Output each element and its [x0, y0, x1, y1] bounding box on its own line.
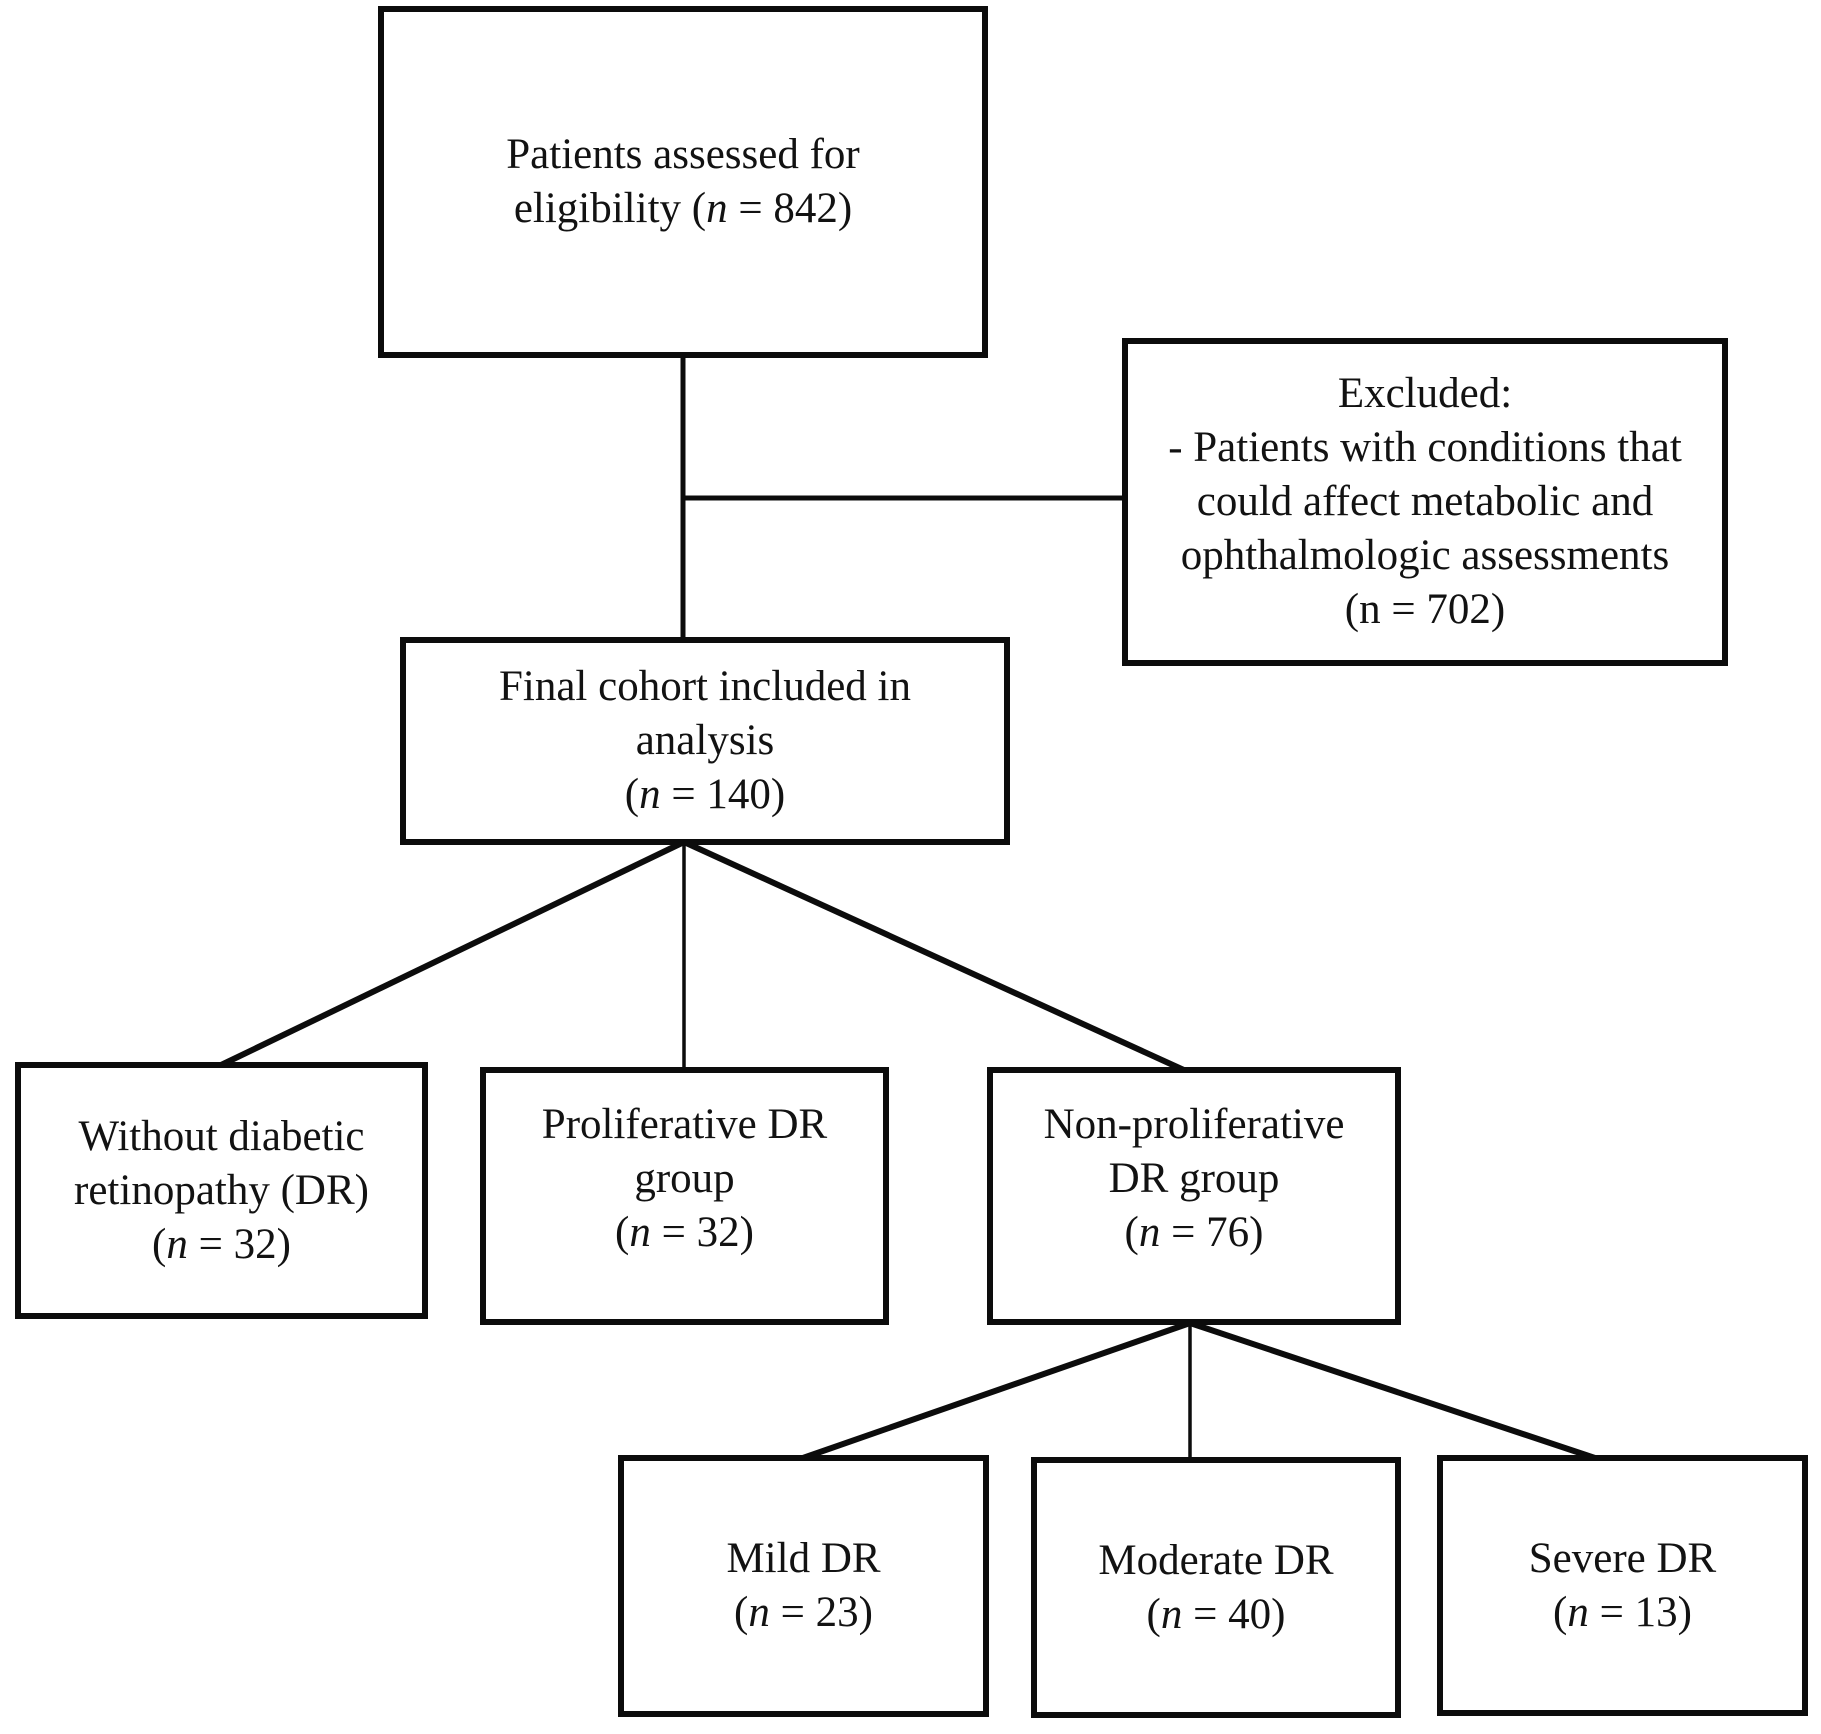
count-n-symbol: n: [166, 1220, 188, 1268]
box-count-line: eligibility (n = 842): [514, 182, 852, 236]
box-text-line: retinopathy (DR): [74, 1166, 369, 1214]
box-text-line: analysis: [635, 717, 775, 764]
count-suffix: = 140): [660, 771, 786, 818]
count-prefix: (: [1344, 586, 1360, 633]
count-n-symbol: n: [639, 771, 661, 818]
count-prefix: (: [1146, 1590, 1161, 1638]
count-prefix: (: [1553, 1588, 1568, 1636]
count-n-symbol: n: [629, 1209, 651, 1256]
box-text-line: group: [634, 1155, 735, 1202]
connector-final-to-nonproliferative: [682, 839, 1188, 1074]
count-suffix: = 13): [1588, 1588, 1692, 1636]
box-count-line: (n = 32): [615, 1206, 754, 1260]
box-mild-dr: Mild DR (n = 23): [618, 1455, 989, 1717]
count-suffix: = 702): [1380, 586, 1506, 633]
box-severe-dr: Severe DR (n = 13): [1437, 1455, 1808, 1716]
box-moderate-dr: Moderate DR (n = 40): [1031, 1457, 1401, 1718]
box-patients-assessed: Patients assessed for eligibility (n = 8…: [378, 6, 988, 358]
connector-nonprolif-to-severe: [1189, 1320, 1599, 1462]
box-text-line: Final cohort included in: [498, 663, 911, 710]
count-prefix: (: [1124, 1209, 1139, 1256]
box-text-line: Mild DR: [726, 1535, 881, 1582]
count-n-symbol: n: [1359, 586, 1381, 633]
count-suffix: = 76): [1160, 1209, 1264, 1256]
count-suffix: = 40): [1182, 1590, 1286, 1638]
count-n-symbol: n: [1567, 1588, 1589, 1636]
count-suffix: = 32): [187, 1220, 291, 1268]
box-text-line: ophthalmologic assessments: [1180, 532, 1670, 579]
box-text-line: - Patients with conditions that: [1168, 424, 1682, 471]
box-text-line: Patients assessed for: [506, 131, 860, 178]
box-text-line: Without diabetic: [78, 1112, 365, 1160]
box-count-line: (n = 23): [734, 1586, 873, 1640]
count-prefix: (: [624, 771, 640, 818]
box-text-line: Proliferative DR: [541, 1101, 828, 1148]
connector-nonprolif-to-mild: [799, 1320, 1191, 1462]
box-count-line: (n = 32): [152, 1218, 291, 1272]
box-excluded: Excluded: - Patients with conditions tha…: [1122, 338, 1728, 666]
count-n-symbol: n: [706, 185, 728, 232]
box-final-cohort: Final cohort included in analysis (n = 1…: [400, 637, 1010, 845]
box-text-line: Severe DR: [1528, 1534, 1717, 1582]
count-suffix: = 32): [650, 1209, 754, 1256]
count-prefix: eligibility (: [513, 185, 707, 232]
count-n-symbol: n: [1138, 1209, 1161, 1256]
box-without-dr: Without diabetic retinopathy (DR) (n = 3…: [15, 1062, 428, 1319]
box-proliferative-dr: Proliferative DR group (n = 32): [480, 1067, 889, 1325]
box-count-line: (n = 140): [625, 768, 785, 822]
count-prefix: (: [734, 1589, 749, 1636]
count-prefix: (: [152, 1220, 167, 1268]
box-text-line: Moderate DR: [1098, 1536, 1334, 1584]
connector-final-to-without: [217, 839, 686, 1069]
box-non-proliferative-dr: Non-proliferative DR group (n = 76): [987, 1067, 1401, 1325]
count-prefix: (: [615, 1209, 630, 1256]
box-text-line: Excluded:: [1337, 370, 1513, 417]
box-count-line: (n = 76): [1125, 1206, 1264, 1260]
count-suffix: = 23): [769, 1589, 873, 1636]
box-text-line: DR group: [1108, 1155, 1280, 1202]
count-suffix: = 842): [727, 185, 853, 232]
box-count-line: (n = 40): [1147, 1588, 1286, 1642]
box-text-line: could affect metabolic and: [1196, 478, 1654, 525]
box-count-line: (n = 13): [1553, 1586, 1692, 1640]
box-count-line: (n = 702): [1345, 583, 1505, 637]
box-text-line: Non-proliferative: [1043, 1101, 1345, 1148]
count-n-symbol: n: [1160, 1590, 1183, 1638]
count-n-symbol: n: [748, 1589, 770, 1636]
